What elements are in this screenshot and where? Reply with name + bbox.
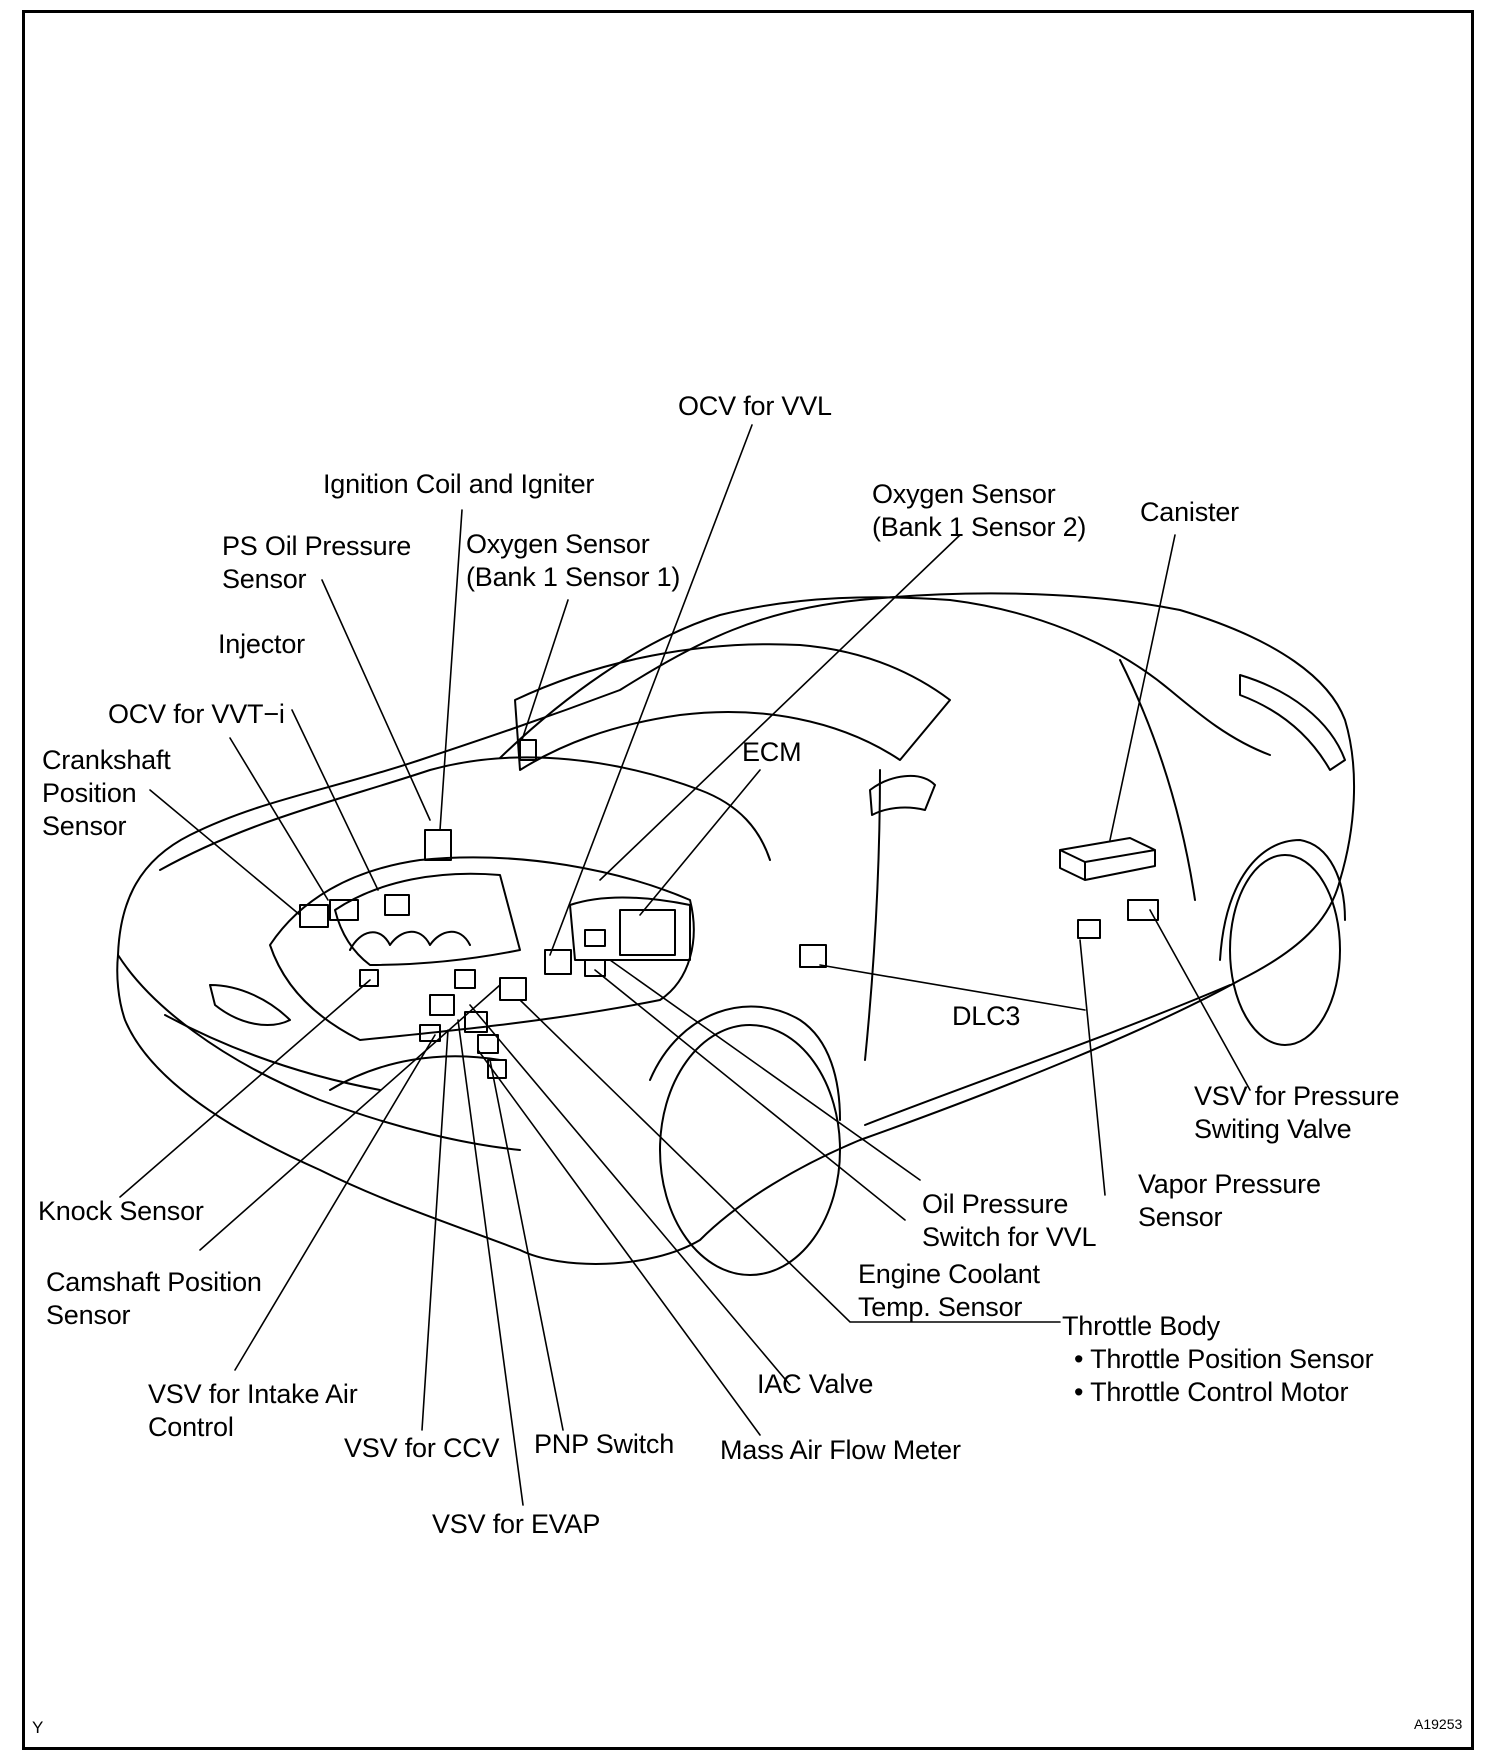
- label-line: • Throttle Position Sensor: [1074, 1344, 1374, 1374]
- front-wheel: [659, 1024, 841, 1276]
- label-line: Position: [42, 778, 137, 808]
- label-dlc3: DLC3: [952, 1001, 1021, 1031]
- rear-wheel: [1229, 854, 1341, 1046]
- label-line: Crankshaft: [42, 745, 171, 775]
- label-line: Sensor: [222, 564, 307, 594]
- label-line: (Bank 1 Sensor 2): [872, 512, 1087, 542]
- rear-wheel-arch: [1219, 839, 1346, 961]
- label-line: Temp. Sensor: [858, 1292, 1023, 1322]
- label-throttle-body: Throttle Body • Throttle Position Sensor…: [1062, 1310, 1374, 1409]
- label-crankshaft-position-sensor: Crankshaft Position Sensor: [42, 744, 171, 843]
- label-oxygen-sensor-b1s2: Oxygen Sensor (Bank 1 Sensor 2): [872, 478, 1086, 544]
- label-line: Oil Pressure: [922, 1189, 1069, 1219]
- label-vapor-pressure-sensor: Vapor Pressure Sensor: [1138, 1168, 1321, 1234]
- label-line: Sensor: [46, 1300, 131, 1330]
- label-line: (Bank 1 Sensor 1): [466, 562, 681, 592]
- label-line: PS Oil Pressure: [222, 531, 412, 561]
- label-ecm: ECM: [742, 737, 802, 767]
- label-ocv-vvl: OCV for VVL: [678, 391, 832, 421]
- leader-lines: [119, 424, 1251, 1506]
- label-line: Sensor: [1138, 1202, 1223, 1232]
- windshield: [514, 643, 951, 771]
- corner-mark-left: Y: [32, 1718, 44, 1737]
- radiator-area: [569, 896, 691, 961]
- door-line: [864, 769, 881, 1061]
- label-injector: Injector: [218, 629, 305, 659]
- label-ocv-vvti: OCV for VVT−i: [108, 699, 285, 729]
- label-vsv-ccv: VSV for CCV: [344, 1433, 500, 1463]
- intake-runners: [349, 930, 471, 951]
- diagram-frame: [22, 10, 1474, 1750]
- grille: [164, 1014, 381, 1091]
- spoiler: [1239, 674, 1346, 771]
- engine-bay: [269, 856, 695, 1041]
- label-pnp-switch: PNP Switch: [534, 1429, 675, 1459]
- label-line: • Throttle Control Motor: [1074, 1377, 1349, 1407]
- label-vsv-intake-air-control: VSV for Intake Air Control: [148, 1378, 358, 1444]
- label-engine-coolant-temp-sensor: Engine Coolant Temp. Sensor: [858, 1258, 1040, 1324]
- label-line: Oxygen Sensor: [466, 529, 650, 559]
- label-ps-oil-pressure-sensor: PS Oil Pressure Sensor: [222, 530, 411, 596]
- label-line: Vapor Pressure: [1138, 1169, 1321, 1199]
- label-line: Oxygen Sensor: [872, 479, 1056, 509]
- figure-code: A19253: [1414, 1716, 1463, 1732]
- front-bumper: [117, 954, 521, 1151]
- door-line-rear: [1119, 659, 1196, 901]
- side-mirror: [869, 774, 936, 816]
- label-camshaft-position-sensor: Camshaft Position Sensor: [46, 1266, 262, 1332]
- label-line: Switch for VVL: [922, 1222, 1097, 1252]
- label-mass-air-flow-meter: Mass Air Flow Meter: [720, 1435, 961, 1465]
- front-lower: [329, 1055, 501, 1091]
- label-vsv-pressure-switching-valve: VSV for Pressure Switing Valve: [1194, 1080, 1400, 1146]
- label-line: Engine Coolant: [858, 1259, 1040, 1289]
- label-knock-sensor: Knock Sensor: [38, 1196, 204, 1226]
- hood-edge: [159, 756, 771, 871]
- label-line: Camshaft Position: [46, 1267, 262, 1297]
- roof-line: [499, 596, 951, 759]
- label-line: Switing Valve: [1194, 1114, 1352, 1144]
- label-line: Control: [148, 1412, 234, 1442]
- front-wheel-arch: [649, 1005, 841, 1121]
- label-line: Throttle Body: [1062, 1311, 1220, 1341]
- label-vsv-evap: VSV for EVAP: [432, 1509, 601, 1539]
- label-line: Sensor: [42, 811, 127, 841]
- label-ignition-coil: Ignition Coil and Igniter: [323, 469, 595, 499]
- label-line: VSV for Pressure: [1194, 1081, 1400, 1111]
- label-canister: Canister: [1140, 497, 1239, 527]
- car-body-outline: [116, 592, 1356, 1265]
- headlight: [209, 984, 291, 1026]
- rear-window: [949, 599, 1271, 756]
- canister-box: [1059, 837, 1156, 881]
- label-iac-valve: IAC Valve: [757, 1369, 874, 1399]
- label-oil-pressure-switch: Oil Pressure Switch for VVL: [922, 1188, 1096, 1254]
- label-oxygen-sensor-b1s1: Oxygen Sensor (Bank 1 Sensor 1): [466, 528, 680, 594]
- label-line: VSV for Intake Air: [148, 1379, 358, 1409]
- side-sill: [864, 984, 1231, 1126]
- engine-block: [334, 872, 521, 966]
